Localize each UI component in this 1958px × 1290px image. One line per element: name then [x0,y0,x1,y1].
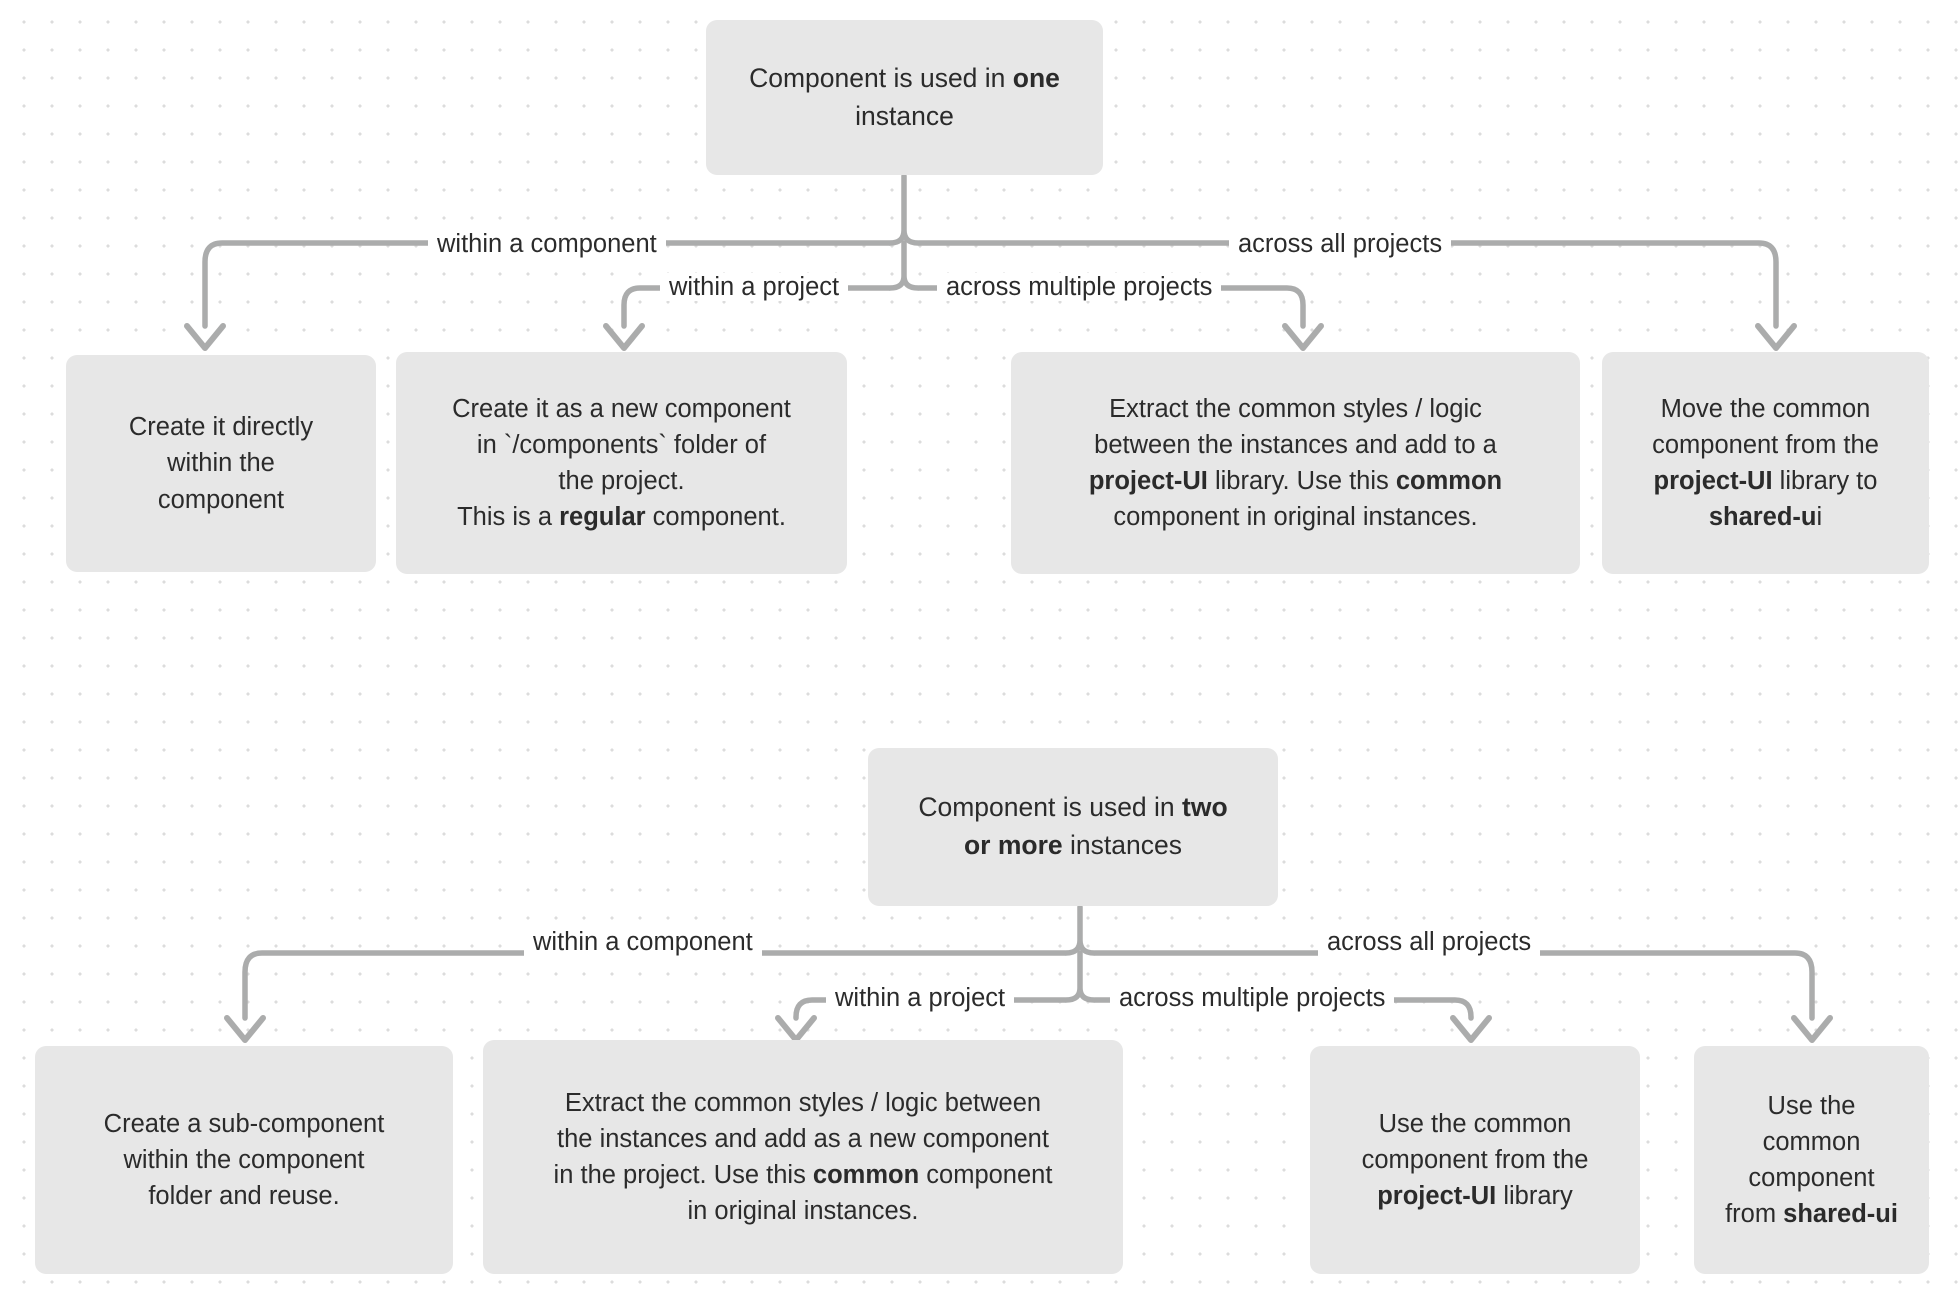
arrowhead-b3 [1450,1015,1492,1043]
edge-label-bottom-within-a-component: within a component [524,928,762,957]
edge-stem-top-lower [887,240,921,291]
edge-stem-bottom [1063,904,1097,956]
arrowhead-t3 [1282,323,1324,351]
edge-stem-bottom-lower [1063,950,1097,1003]
arrowhead-t4 [1755,323,1797,351]
leaf-node-b2[interactable]: Extract the common styles / logic betwee… [483,1040,1123,1274]
edge-label-bottom-within-a-project: within a project [826,984,1015,1013]
edge-label-bottom-across-multiple-projects: across multiple projects [1110,984,1395,1013]
edge-label-top-across-multiple-projects: across multiple projects [937,273,1222,302]
edge-label-bottom-across-all-projects: across all projects [1318,928,1541,957]
leaf-node-b2-label: Extract the common styles / logic betwee… [553,1088,1053,1226]
arrowhead-t2 [603,323,645,351]
arrowhead-b2 [775,1015,817,1043]
edge-label-top-within-a-component: within a component [428,230,666,259]
edge-label-top-across-all-projects: across all projects [1229,230,1452,259]
edge-stem-top [887,173,921,246]
edge-label-top-within-a-project: within a project [660,273,849,302]
arrowhead-b1 [224,1015,266,1043]
arrowhead-t1 [184,323,226,351]
arrowhead-b4 [1791,1015,1833,1043]
